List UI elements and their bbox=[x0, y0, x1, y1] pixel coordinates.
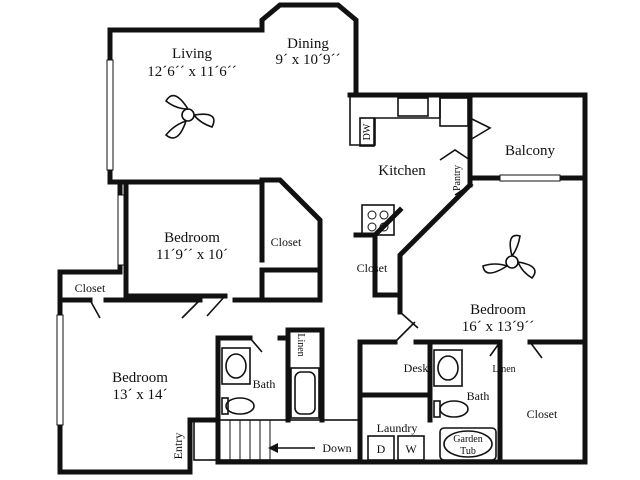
bedroom-a-label: Bedroom bbox=[164, 230, 220, 246]
garden-tub-label-1: Garden bbox=[453, 434, 482, 445]
bedroom-c-dims: 16´ x 13´9´´ bbox=[462, 319, 534, 335]
bath-fixtures bbox=[221, 347, 497, 461]
dryer-label: D bbox=[377, 442, 386, 456]
stairs bbox=[193, 419, 361, 461]
living-label: Living bbox=[172, 46, 212, 62]
linen-a-label: Linen bbox=[295, 333, 306, 356]
living-dims: 12´6´´ x 11´6´´ bbox=[147, 64, 236, 80]
pantry-label: Pantry bbox=[452, 165, 463, 191]
closet-a-label: Closet bbox=[271, 235, 302, 249]
windows bbox=[56, 59, 561, 426]
bedroom-b-label: Bedroom bbox=[112, 370, 168, 386]
balcony-label: Balcony bbox=[505, 143, 555, 159]
bedroom-c-label: Bedroom bbox=[470, 302, 526, 318]
stairs-down-label: Down bbox=[322, 441, 351, 455]
dining-label: Dining bbox=[287, 36, 329, 52]
bedroom-b-dims: 13´ x 14´ bbox=[113, 387, 168, 403]
washer-label: W bbox=[405, 442, 417, 456]
garden-tub-label-2: Tub bbox=[460, 446, 476, 457]
dishwasher-label: DW bbox=[362, 123, 373, 140]
bath-b-label: Bath bbox=[467, 389, 490, 403]
closet-c-label: Closet bbox=[357, 261, 388, 275]
linen-b-label: Linen bbox=[492, 364, 515, 375]
entry-label: Entry bbox=[171, 433, 185, 460]
closet-d-label: Closet bbox=[527, 407, 558, 421]
desk-label: Desk bbox=[404, 361, 429, 375]
laundry-machines bbox=[367, 435, 425, 461]
ceiling-fan-icon bbox=[482, 234, 536, 280]
kitchen-counters bbox=[349, 95, 492, 236]
bath-a-label: Bath bbox=[253, 377, 276, 391]
ceiling-fan-icon bbox=[164, 94, 215, 139]
dining-dims: 9´ x 10´9´´ bbox=[276, 52, 341, 68]
kitchen-label: Kitchen bbox=[378, 163, 426, 179]
doors bbox=[89, 295, 543, 359]
laundry-label: Laundry bbox=[377, 421, 418, 435]
bedroom-a-dims: 11´9´´ x 10´ bbox=[156, 247, 228, 263]
closet-b-label: Closet bbox=[75, 281, 106, 295]
